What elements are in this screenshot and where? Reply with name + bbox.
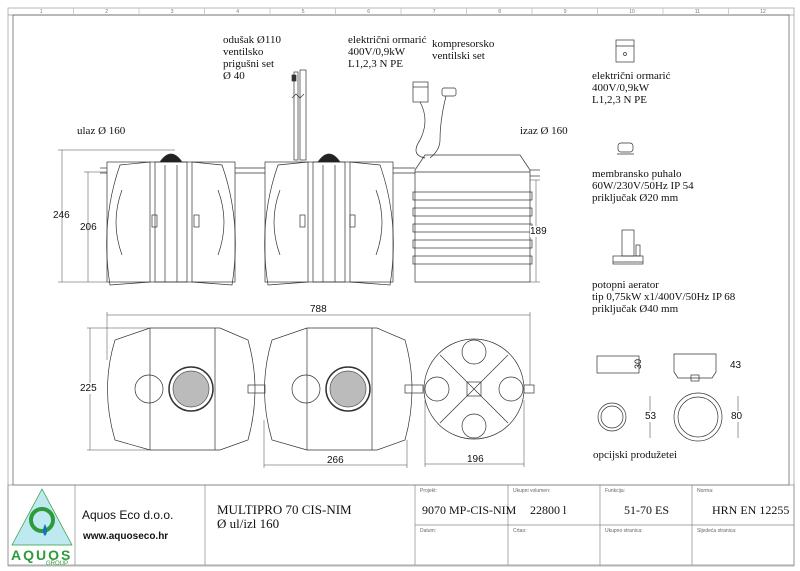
field-label-next-page: Sljedeća stranica: <box>697 528 737 534</box>
legend-line: priključak Ø20 mm <box>592 192 679 204</box>
compressor-side <box>429 87 457 159</box>
svg-text:AQUOS: AQUOS <box>11 547 72 563</box>
field-label-drawn: Crtao: <box>513 528 527 534</box>
dim-diameter: 196 <box>467 454 484 465</box>
plan-view-tank-2 <box>264 327 413 451</box>
svg-text:GROUP: GROUP <box>46 561 68 567</box>
product-subtitle: Ø ul/izl 160 <box>217 516 280 531</box>
side-view-tank-2 <box>264 153 394 286</box>
title-block-grid <box>7 484 795 566</box>
legend-line: L1,2,3 N PE <box>592 94 647 106</box>
column-marker: 3 <box>170 9 174 15</box>
cabinet-label-line: L1,2,3 N PE <box>348 58 403 70</box>
field-label-total-pages: Ukupno stranica: <box>605 528 643 534</box>
column-marker: 5 <box>301 9 305 15</box>
ext-dim-43: 43 <box>730 360 742 371</box>
column-marker: 6 <box>367 9 371 15</box>
extension-drawings <box>596 353 739 442</box>
company-name: Aquos Eco d.o.o. <box>82 508 174 522</box>
vent-label-line: prigušni set <box>223 58 275 70</box>
side-view-tank-1 <box>106 153 236 286</box>
cabinet-side <box>412 81 429 159</box>
tank-rib <box>412 255 533 265</box>
compressor-label-line: kompresorsko <box>432 38 495 50</box>
aquos-logo: AQUOS GROUP <box>11 488 73 567</box>
side-view-tank-3 <box>412 154 533 283</box>
cabinet-label: električni ormarić 400V/0,9kW L1,2,3 N P… <box>348 34 427 70</box>
column-marker: 7 <box>432 9 436 15</box>
column-marker: 1 <box>39 9 43 15</box>
ext-dim-80: 80 <box>731 411 743 422</box>
field-label-project: Projekt: <box>420 488 437 494</box>
field-value-volume: 22800 l <box>530 503 567 517</box>
plan-view-tank-3 <box>423 338 525 440</box>
field-value-function: 51-70 ES <box>624 503 669 517</box>
legend-line: 400V/0,9kW <box>592 82 650 94</box>
vent-label-line: odušak Ø110 <box>223 34 281 46</box>
legend-line: 60W/230V/50Hz IP 54 <box>592 180 694 192</box>
drawing-border <box>12 14 790 486</box>
vent-label-line: Ø 40 <box>223 70 245 82</box>
legend-line: električni ormarić <box>592 70 671 82</box>
plan-pipes <box>247 384 535 394</box>
field-value-norm: HRN EN 12255 <box>712 503 790 517</box>
product-title: MULTIPRO 70 CIS-NIM <box>217 502 352 517</box>
compressor-label: kompresorsko ventilski set <box>432 38 494 62</box>
column-marker: 10 <box>629 9 635 15</box>
field-value-project: 9070 MP-CIS-NIM <box>422 503 517 517</box>
tank-rib <box>412 207 533 217</box>
field-label-function: Funkcija: <box>605 488 626 494</box>
legend-blower: membransko puhalo 60W/230V/50Hz IP 54 pr… <box>592 168 694 204</box>
side-dimensions <box>58 149 540 283</box>
ext-dim-53: 53 <box>645 411 657 422</box>
column-marker: 11 <box>694 9 700 15</box>
column-marker: 9 <box>563 9 567 15</box>
legend-aerator: potopni aerator tip 0,75kW x1/400V/50Hz … <box>592 279 735 315</box>
field-label-norm: Norma: <box>697 488 714 494</box>
column-marker: 12 <box>760 9 766 15</box>
dim-inlet-height: 206 <box>80 222 97 233</box>
dim-outlet-height: 189 <box>530 226 547 237</box>
vent-pipe <box>291 69 307 161</box>
inlet-label: ulaz Ø 160 <box>77 125 126 137</box>
dim-total-length: 788 <box>310 304 327 315</box>
legend-line: potopni aerator <box>592 279 659 291</box>
tank-rib <box>412 239 533 249</box>
dim-tank-length: 266 <box>327 455 344 466</box>
cabinet-label-line: električni ormarić <box>348 34 427 46</box>
legend-cabinet: električni ormarić 400V/0,9kW L1,2,3 N P… <box>592 70 671 106</box>
column-marker: 8 <box>498 9 502 15</box>
legend-line: priključak Ø40 mm <box>592 303 679 315</box>
compressor-label-line: ventilski set <box>432 50 485 62</box>
connecting-pipes <box>100 167 540 177</box>
dim-width: 225 <box>80 383 97 394</box>
dim-total-height: 246 <box>53 210 70 221</box>
plan-view-tank-1 <box>107 327 256 451</box>
company-website[interactable]: www.aquoseco.hr <box>83 531 169 542</box>
blower-icon <box>617 142 634 155</box>
outlet-label: izaz Ø 160 <box>520 125 568 137</box>
column-marker: 2 <box>105 9 109 15</box>
vent-label-line: ventilsko <box>223 46 264 58</box>
aerator-icon <box>612 229 644 265</box>
vent-label: odušak Ø110 ventilsko prigušni set Ø 40 <box>223 34 281 82</box>
cabinet-label-line: 400V/0,9kW <box>348 46 406 58</box>
column-marker: 4 <box>236 9 240 15</box>
tank-rib <box>412 191 533 201</box>
legend-line: membransko puhalo <box>592 168 682 180</box>
cabinet-icon <box>615 39 635 63</box>
field-label-date: Datum: <box>420 528 437 534</box>
plan-dimensions <box>87 312 531 468</box>
extensions-title: opcijski produžetei <box>593 449 678 461</box>
tank-rib <box>412 223 533 233</box>
legend-line: tip 0,75kW x1/400V/50Hz IP 68 <box>592 291 736 303</box>
ext-dim-30: 30 <box>633 358 644 370</box>
field-label-volume: Ukupni volumen: <box>513 488 551 494</box>
